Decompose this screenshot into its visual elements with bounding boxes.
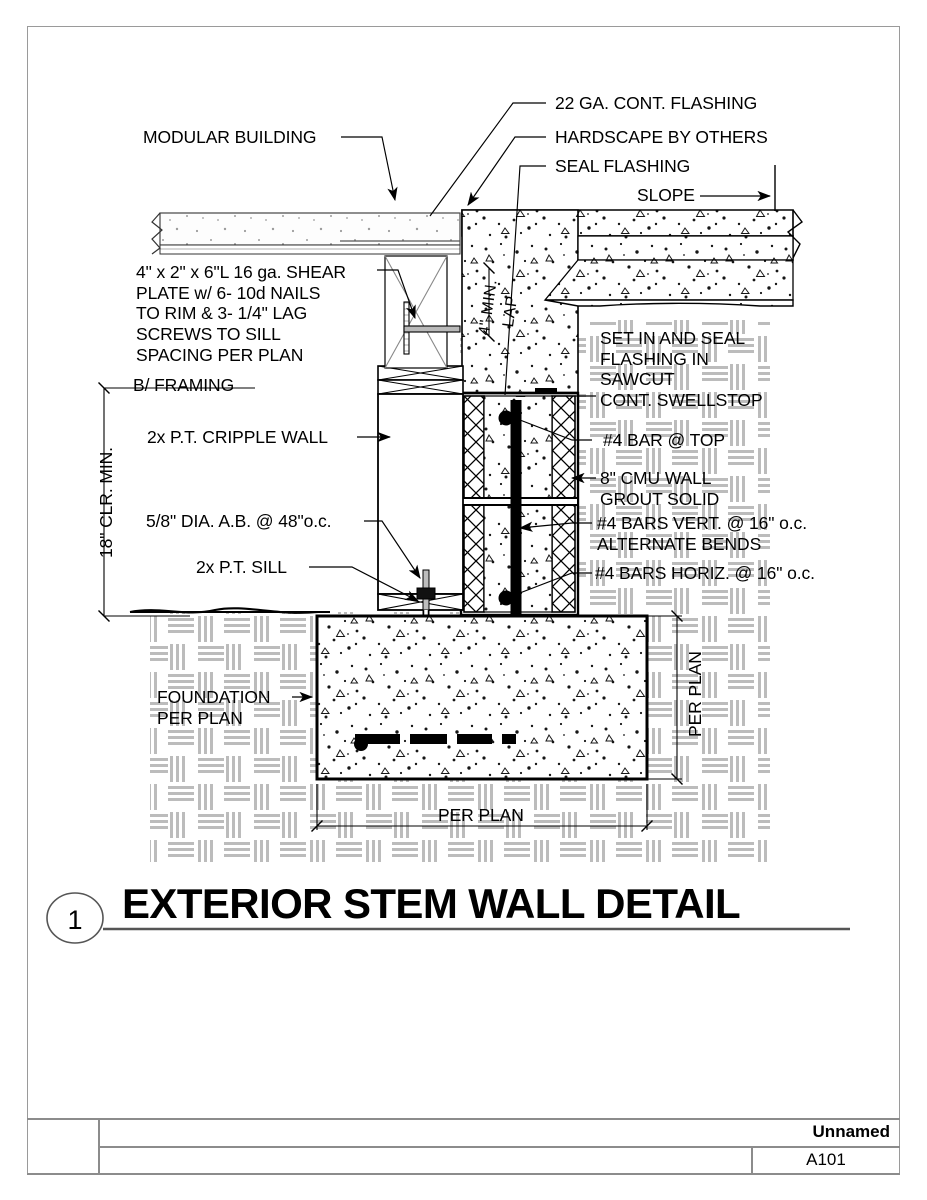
project-name: Unnamed	[812, 1122, 890, 1141]
title-block-bottom-rule	[27, 1173, 900, 1175]
label-foundation-per-plan: FOUNDATION PER PLAN	[157, 687, 271, 728]
label-seal-flashing: SEAL FLASHING	[555, 156, 691, 176]
label-cmu-wall: 8" CMU WALL GROUT SOLID	[600, 468, 720, 509]
label-bar-at-top: #4 BAR @ TOP	[603, 430, 725, 450]
label-cont-flashing: 22 GA. CONT. FLASHING	[555, 93, 758, 113]
sheet-border	[27, 26, 900, 1174]
detail-number: 1	[67, 905, 83, 935]
label-b-framing: B/ FRAMING	[133, 375, 235, 395]
label-bars-horiz: #4 BARS HORIZ. @ 16" o.c.	[595, 563, 815, 583]
sheet-number: A101	[806, 1150, 846, 1169]
label-anchor-bolt: 5/8" DIA. A.B. @ 48"o.c.	[146, 511, 332, 531]
title-block-mid-rule	[98, 1146, 900, 1148]
label-bars-vert: #4 BARS VERT. @ 16" o.c. ALTERNATE BENDS	[597, 513, 807, 554]
title-block: Unnamed A101	[27, 1118, 900, 1175]
detail-title: EXTERIOR STEM WALL DETAIL	[122, 880, 741, 927]
label-hardscape: HARDSCAPE BY OTHERS	[555, 127, 768, 147]
title-block-sheet-divider	[751, 1146, 753, 1174]
title-block-top-rule	[27, 1118, 900, 1120]
label-shear-plate-note: 4" x 2" x 6"L 16 ga. SHEAR PLATE w/ 6- 1…	[136, 262, 346, 365]
label-modular-building: MODULAR BUILDING	[143, 127, 317, 147]
label-cripple-wall: 2x P.T. CRIPPLE WALL	[147, 427, 328, 447]
label-pt-sill: 2x P.T. SILL	[196, 557, 287, 577]
label-sawcut-swellstop-note: SET IN AND SEAL FLASHING IN SAWCUT CONT.…	[600, 328, 763, 410]
label-footing-depth-per-plan: PER PLAN	[685, 651, 705, 737]
label-18-clr-min: 18" CLR. MIN.	[96, 447, 116, 558]
label-footing-width-per-plan: PER PLAN	[438, 805, 524, 825]
label-slope: SLOPE	[637, 185, 695, 205]
